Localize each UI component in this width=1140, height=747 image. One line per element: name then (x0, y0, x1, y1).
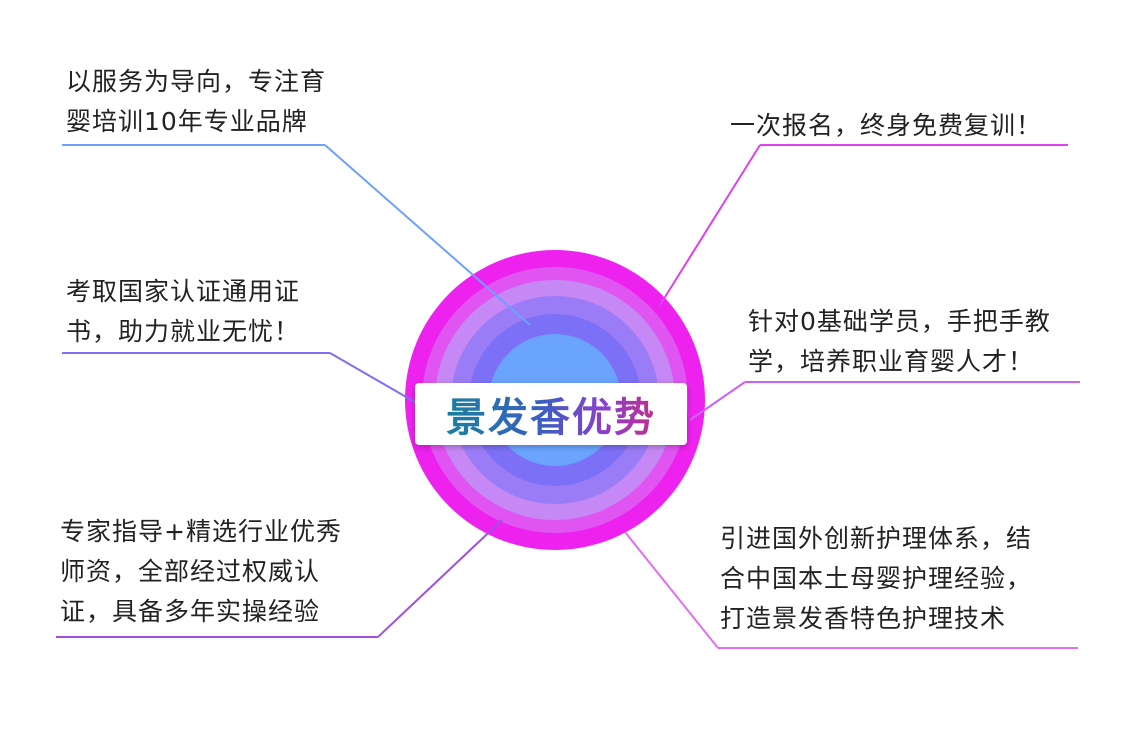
connector-6 (624, 531, 1078, 649)
connector-4 (689, 381, 1080, 421)
block-line: 专家指导+精选行业优秀 (60, 517, 342, 546)
center-title: 景发香优势 (446, 385, 656, 443)
block-line: 证，具备多年实操经验 (60, 597, 321, 626)
advantage-block-beginner-teaching: 针对0基础学员，手把手教 学，培养职业育婴人才！ (748, 302, 1051, 382)
advantage-block-care-system: 引进国外创新护理体系，结 合中国本土母婴护理经验， 打造景发香特色护理技术 (720, 519, 1032, 639)
connector-2 (659, 144, 1068, 306)
connector-3 (62, 352, 421, 406)
block-line: 引进国外创新护理体系，结 (720, 524, 1033, 553)
connector-1 (62, 144, 531, 326)
block-line: 一次报名，终身免费复训！ (730, 111, 1043, 140)
block-line: 师资，全部经过权威认 (60, 557, 321, 586)
block-line: 学，培养职业育婴人才！ (748, 347, 1035, 376)
block-line: 考取国家认证通用证 (66, 277, 301, 306)
advantage-block-certificate: 考取国家认证通用证 书，助力就业无忧！ (66, 272, 300, 352)
block-line: 婴培训10年专业品牌 (66, 107, 308, 136)
block-line: 针对0基础学员，手把手教 (748, 307, 1051, 336)
block-line: 以服务为导向，专注育 (66, 67, 327, 96)
advantage-block-experts: 专家指导+精选行业优秀 师资，全部经过权威认 证，具备多年实操经验 (60, 512, 342, 632)
advantage-block-service: 以服务为导向，专注育 婴培训10年专业品牌 (66, 62, 326, 142)
block-line: 书，助力就业无忧！ (66, 317, 301, 346)
connector-5 (56, 519, 503, 638)
block-line: 合中国本土母婴护理经验， (720, 564, 1033, 593)
block-line: 打造景发香特色护理技术 (720, 604, 1007, 633)
center-title-box: 景发香优势 (415, 383, 687, 445)
advantage-block-retraining: 一次报名，终身免费复训！ (730, 106, 1042, 146)
